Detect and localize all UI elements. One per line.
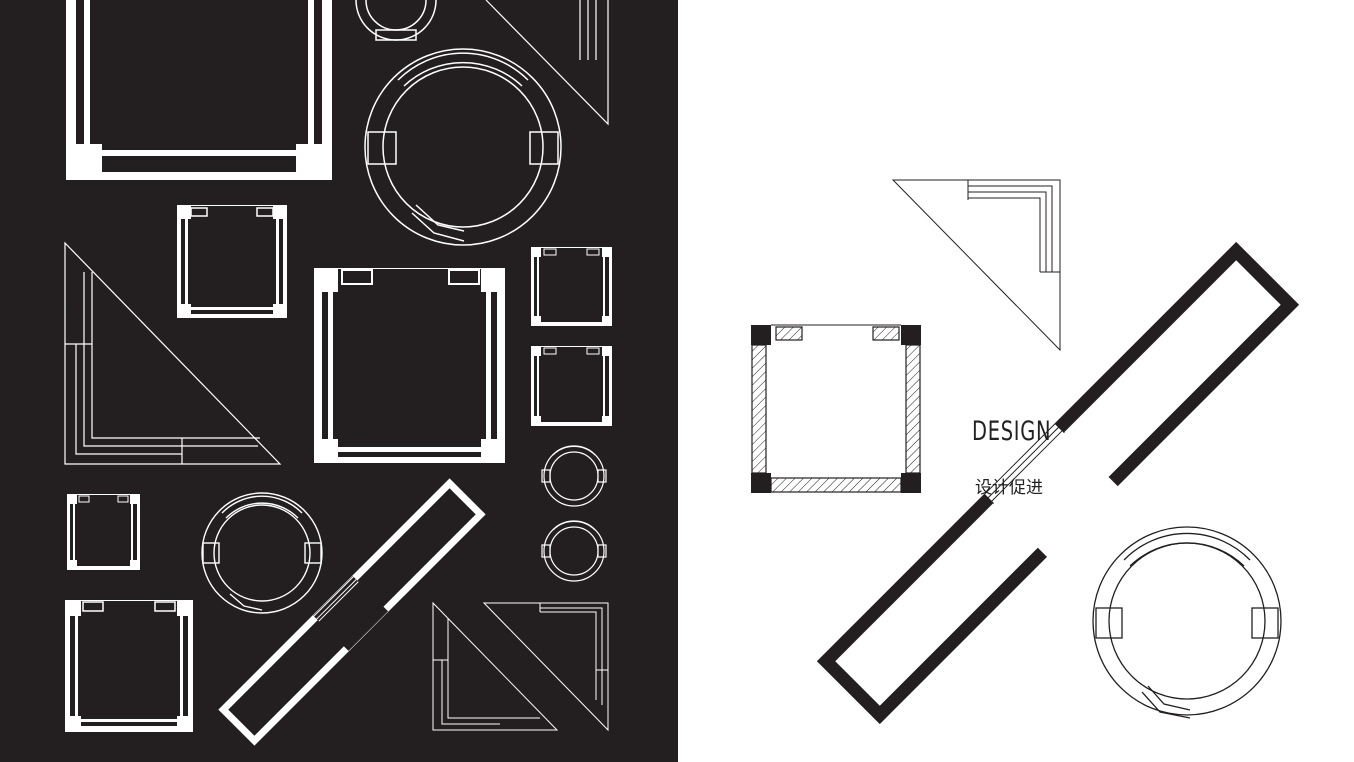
round-room-medium bbox=[201, 492, 323, 614]
brand-title: DESIGN bbox=[972, 416, 1052, 447]
room-plan-small-2 bbox=[531, 247, 612, 326]
room-plan-hatched bbox=[751, 324, 921, 493]
round-room-tiny-2 bbox=[541, 520, 607, 582]
room-plan-large-top bbox=[66, 0, 332, 180]
brand-subtitle: 设计促进 bbox=[975, 478, 1043, 498]
light-feature-panel bbox=[678, 0, 1354, 762]
room-plan-small-1 bbox=[177, 205, 287, 318]
featured-symbols bbox=[751, 179, 1300, 725]
dark-pattern-panel bbox=[0, 0, 678, 762]
triangle-corner-top bbox=[485, 0, 609, 126]
round-room-top-small bbox=[355, 0, 437, 41]
diagonal-corridor-featured bbox=[816, 241, 1300, 725]
triangle-room-featured bbox=[891, 179, 1061, 352]
round-room-tiny-1 bbox=[541, 445, 607, 507]
room-plan-bottom-left bbox=[65, 600, 193, 732]
round-room-large bbox=[364, 48, 562, 246]
round-room-featured bbox=[1092, 526, 1282, 719]
triangle-room-left bbox=[64, 241, 282, 465]
room-plan-small-4 bbox=[67, 494, 140, 570]
room-plan-small-3 bbox=[531, 346, 612, 426]
triangle-room-bottom-1 bbox=[432, 601, 559, 731]
triangle-room-bottom-2 bbox=[482, 602, 609, 732]
diagonal-corridor-plan bbox=[218, 478, 486, 746]
architectural-symbols-pattern bbox=[0, 0, 678, 762]
room-plan-medium bbox=[314, 268, 505, 463]
